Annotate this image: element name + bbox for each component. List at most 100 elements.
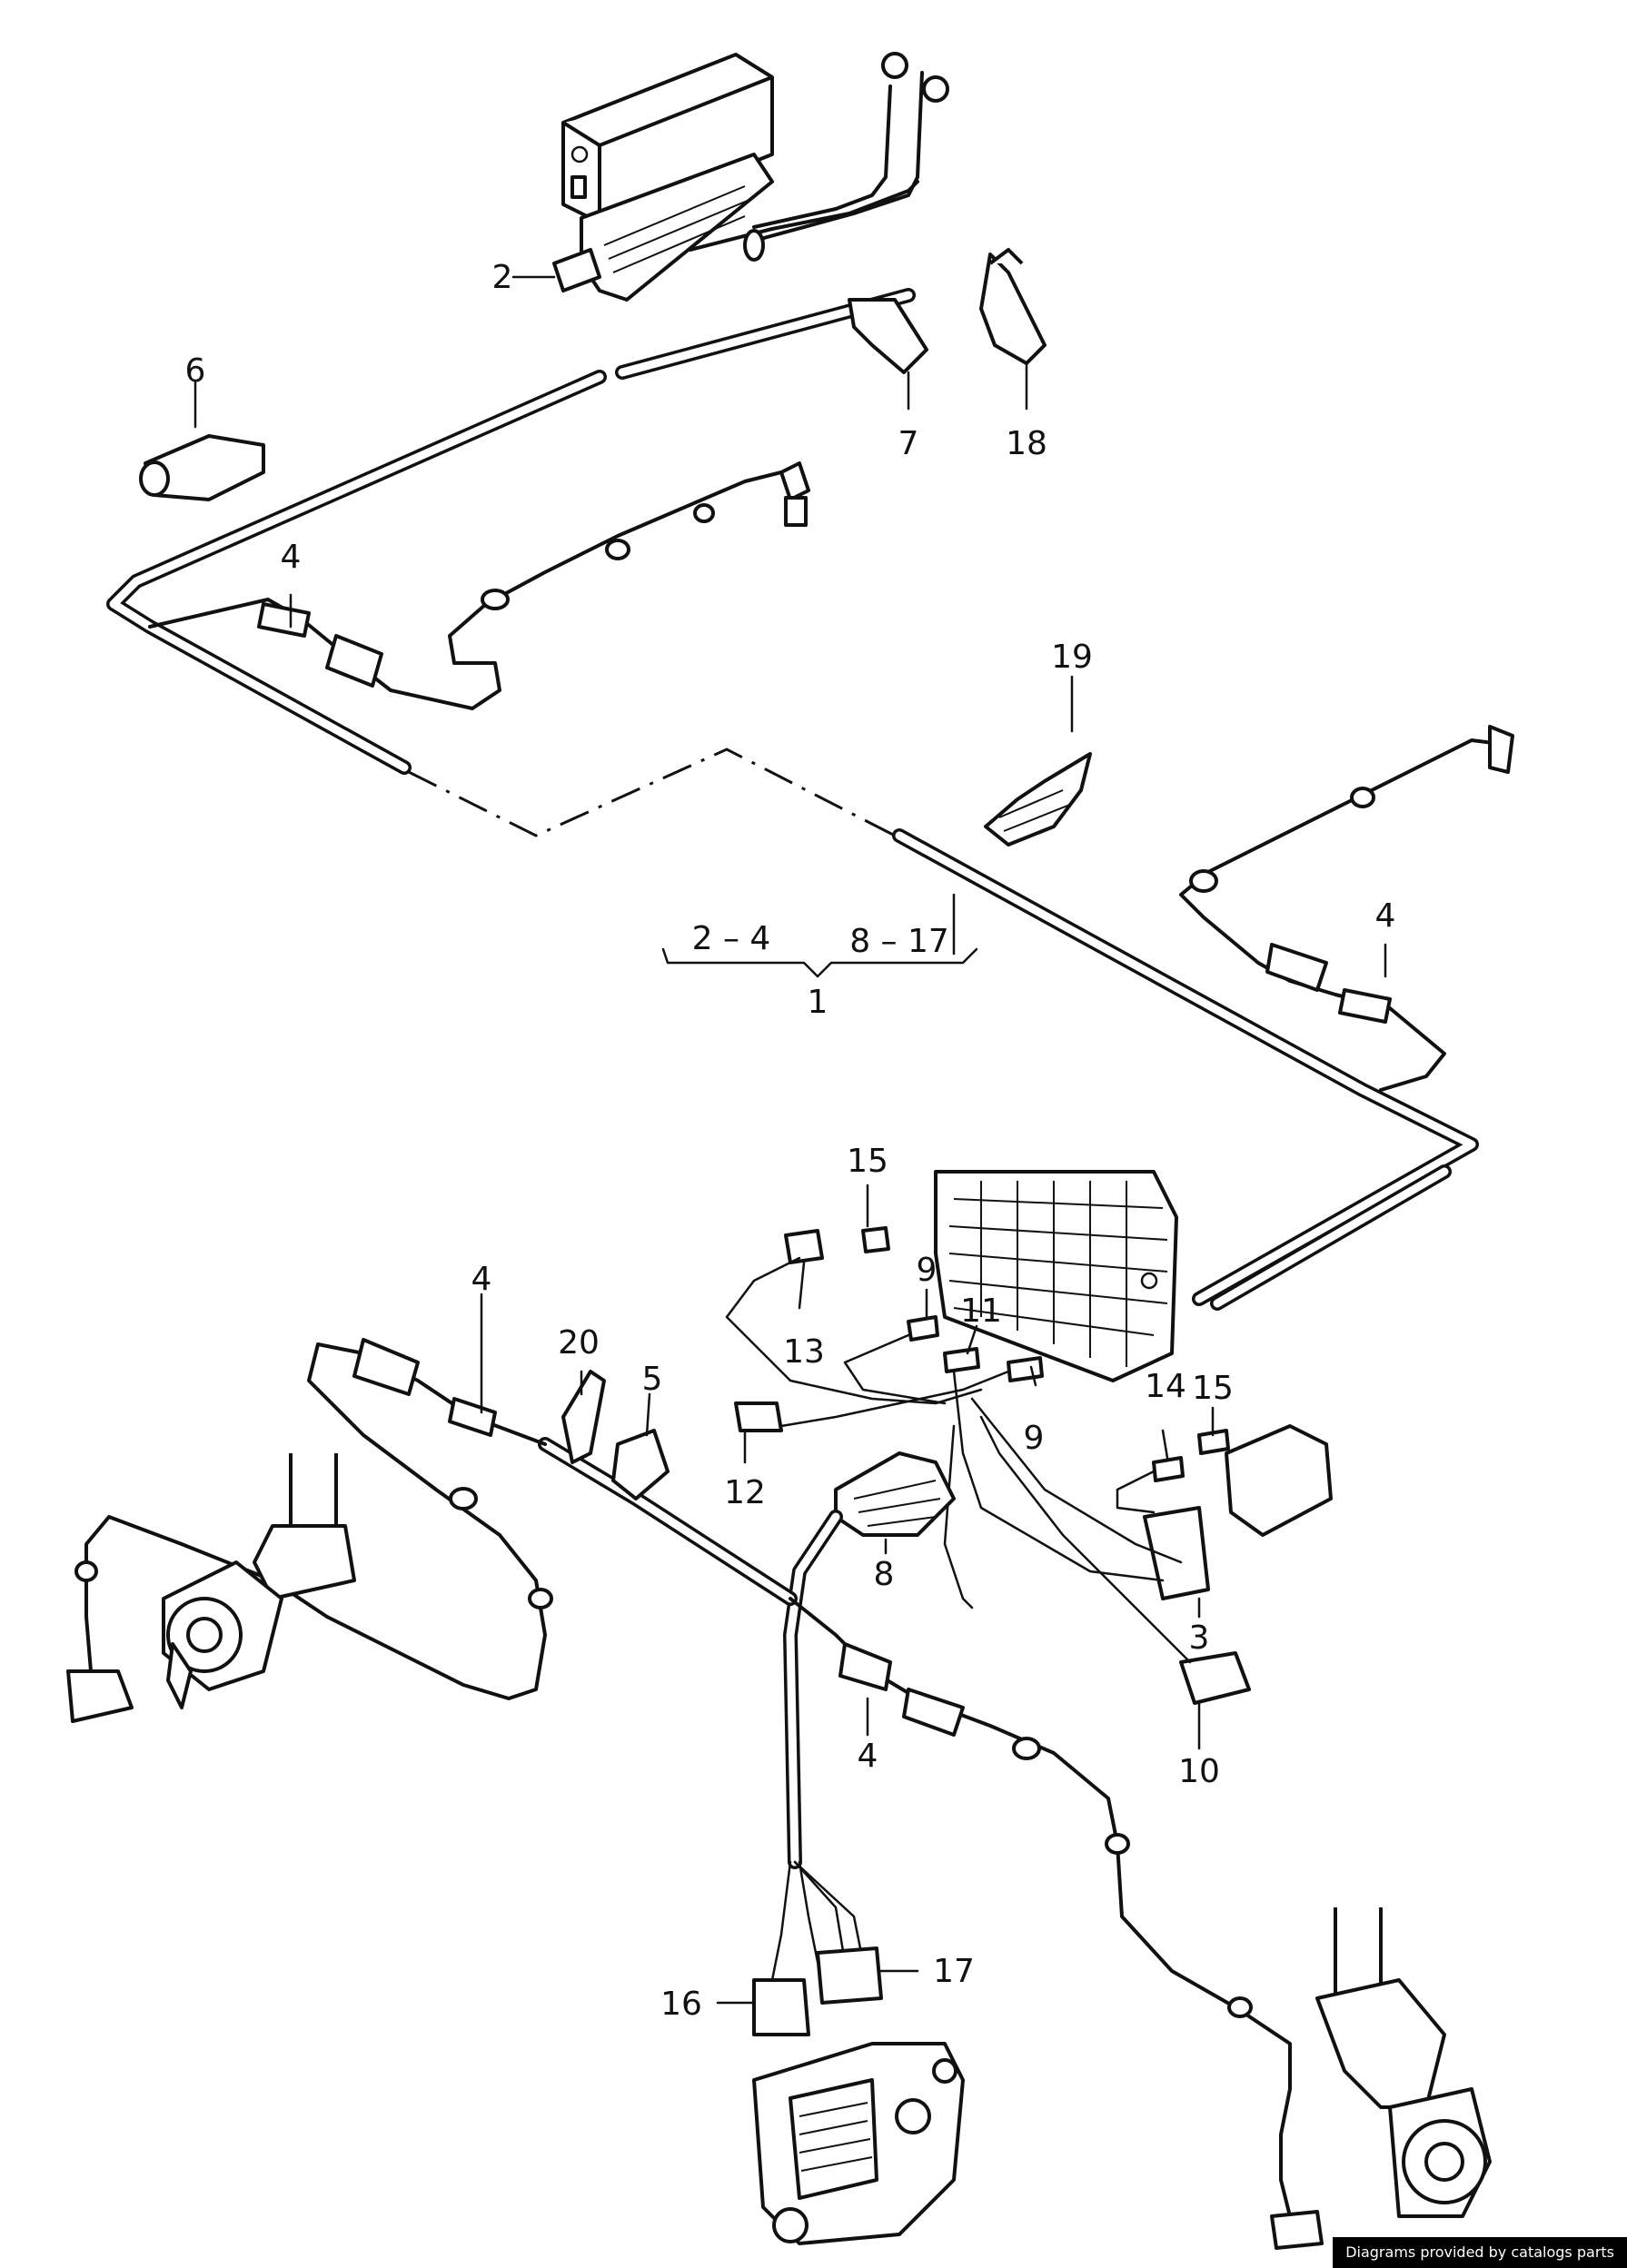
grommet (693, 503, 715, 523)
connector-plug (448, 1397, 497, 1437)
connector-12 (734, 1401, 783, 1432)
callout-20: 20 (558, 1324, 600, 1362)
callout-17: 17 (933, 1953, 975, 1990)
connector-housing (1265, 943, 1328, 992)
connector-plug (838, 1642, 892, 1691)
connector-housing (352, 1338, 420, 1396)
connector-15-right (1197, 1429, 1230, 1455)
ring-terminal-a (881, 52, 908, 79)
credit-label: Diagrams provided by catalogs parts (1333, 2237, 1627, 2268)
grommet (1012, 1737, 1041, 1760)
wire (793, 1860, 847, 1964)
connector-9 (907, 1315, 939, 1342)
callout-4-lower: 4 (858, 1738, 878, 1775)
wire (970, 1397, 1183, 1564)
wire (798, 1860, 819, 1964)
connector-16 (752, 1978, 810, 2036)
callout-1: 1 (808, 984, 828, 1021)
callout-8: 8 (874, 1556, 895, 1593)
grommet (449, 1487, 478, 1510)
callout-4-upper-left: 4 (281, 539, 302, 576)
callout-5: 5 (642, 1361, 663, 1398)
wire (793, 1860, 865, 1964)
wire (952, 1370, 1165, 1582)
callout-19: 19 (1051, 639, 1093, 676)
control-unit-cable-b (752, 71, 924, 243)
leader-14 (1161, 1429, 1169, 1460)
control-unit-lead (689, 180, 919, 252)
sensor-head (1488, 725, 1514, 774)
leader-11 (966, 1324, 978, 1355)
sensor-lead-rear-right (789, 1597, 1292, 2218)
cable-sleeve (743, 229, 765, 262)
bracket-1 (661, 947, 978, 978)
callout-8-17: 8 – 17 (849, 923, 949, 960)
callout-15-right: 15 (1192, 1370, 1234, 1407)
connector-13 (784, 1229, 824, 1264)
leader-9-right (1029, 1365, 1037, 1387)
grommet (1227, 1996, 1253, 2018)
callout-2: 2 (492, 259, 513, 296)
connector-plug (257, 602, 311, 638)
callout-7: 7 (898, 425, 919, 462)
connector-9-right (1007, 1356, 1044, 1382)
wire (979, 1415, 1192, 1664)
relay-box (934, 1170, 1178, 1382)
grommet (528, 1588, 553, 1609)
callout-12: 12 (724, 1474, 766, 1511)
relay (1225, 1424, 1333, 1537)
sensor-lead-rear-left (84, 1342, 547, 1700)
wire (943, 1424, 974, 1609)
callout-4-left: 4 (471, 1261, 492, 1298)
leader-13 (798, 1261, 806, 1310)
wire (725, 1256, 983, 1405)
cable-tie-18 (979, 253, 1047, 365)
upper-harness (106, 370, 607, 775)
grommet (1189, 869, 1218, 893)
sensor-lead-front-right (1179, 738, 1510, 1092)
connector-15-top (861, 1226, 890, 1253)
knuckle-left (162, 1453, 356, 1709)
connector-11 (943, 1347, 980, 1373)
sensor-head (1270, 2210, 1324, 2250)
control-unit-cable-a (752, 84, 892, 229)
wire (1116, 1470, 1156, 1514)
callout-10: 10 (1178, 1753, 1220, 1790)
clip-5 (611, 1429, 670, 1500)
sensor-tip (784, 496, 808, 527)
hydraulic-unit (752, 2042, 965, 2245)
connector-17 (816, 1946, 883, 2005)
sensor-head (779, 461, 810, 501)
grommet (1350, 787, 1375, 808)
sensor-lead-front-left (148, 470, 783, 710)
callout-16: 16 (660, 1986, 702, 2023)
clip-7 (848, 298, 928, 374)
sensor-head (66, 1669, 134, 1723)
harness-continuation-line (408, 748, 896, 837)
callout-9-right: 9 (1024, 1420, 1045, 1457)
connector-10 (1179, 1651, 1251, 1705)
leader-5 (645, 1392, 651, 1437)
control-unit (552, 53, 774, 302)
grommet (605, 539, 630, 560)
callout-3: 3 (1189, 1619, 1210, 1657)
callout-13: 13 (783, 1333, 825, 1371)
callout-11: 11 (960, 1292, 1002, 1330)
ring-terminal-b (922, 75, 949, 103)
grommet (74, 1560, 98, 1582)
connector-housing (325, 634, 383, 688)
callout-6: 6 (185, 352, 206, 390)
callout-4-right: 4 (1375, 897, 1396, 935)
connector-plug (1338, 988, 1392, 1024)
grommet (1105, 1833, 1130, 1855)
callout-14: 14 (1145, 1368, 1186, 1405)
wire (779, 1370, 1010, 1428)
callout-18: 18 (1006, 425, 1047, 462)
callout-9-top: 9 (917, 1252, 938, 1289)
grommet (481, 589, 510, 610)
connector-3 (1143, 1506, 1210, 1600)
cable-tie-20 (561, 1370, 606, 1464)
callout-15-top: 15 (847, 1143, 888, 1180)
cable-tie-19 (984, 752, 1092, 847)
